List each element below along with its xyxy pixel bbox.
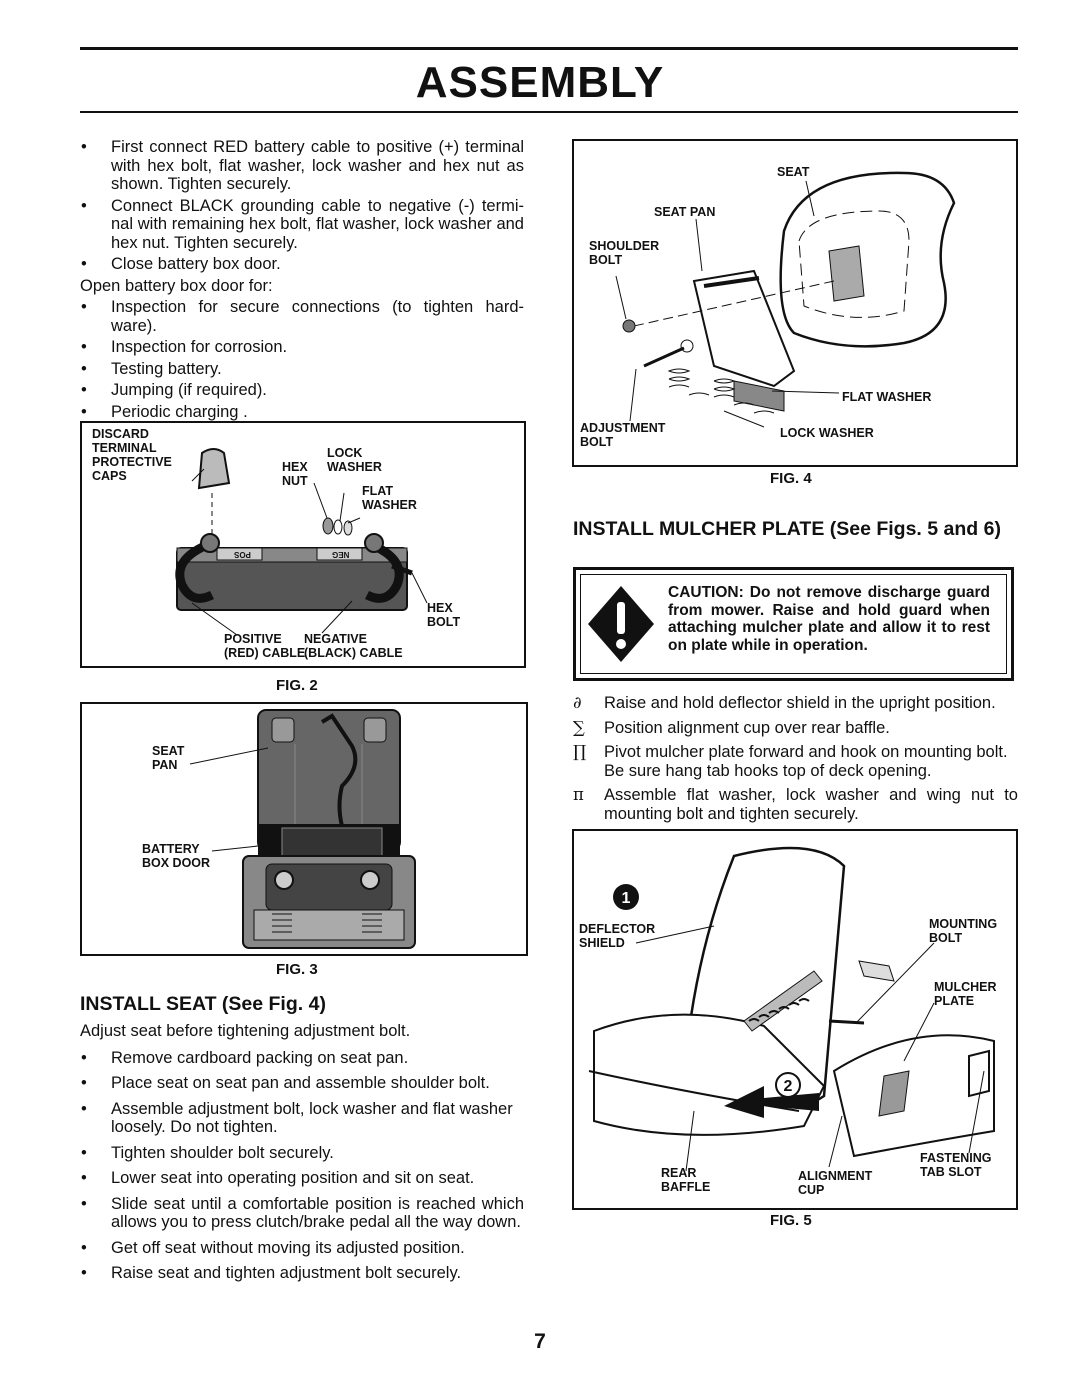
caution-box: CAUTION: Do not remove discharge guard f… <box>573 567 1014 681</box>
positive-cable-label: POSITIVE (RED) CABLE <box>224 632 306 660</box>
mulcher-steps-list: ∂ Raise and hold deflector shield in the … <box>573 693 1018 823</box>
deflector-shield-label: DEFLECTOR SHIELD <box>579 922 656 950</box>
list-item: Close battery box door. <box>80 255 524 274</box>
list-item: Lower seat into operating position and s… <box>80 1169 524 1188</box>
fastening-tab-slot-label: FASTENING TAB SLOT <box>920 1151 992 1179</box>
battery-inspect-list: Inspection for secure connections (to ti… <box>80 298 524 421</box>
battery-section: First connect RED battery cable to posit… <box>80 138 524 424</box>
list-item: Inspection for secure connections (to ti… <box>80 298 524 335</box>
title-underline <box>80 111 1018 113</box>
figure-3-caption: FIG. 3 <box>276 961 318 978</box>
install-seat-list: Remove cardboard packing on seat pan. Pl… <box>80 1049 524 1283</box>
step-text: Pivot mulcher plate forward and hook on … <box>604 743 1008 780</box>
step-marker: ∂ <box>573 693 582 712</box>
list-item: ∂ Raise and hold deflector shield in the … <box>573 693 1018 713</box>
caution-text: CAUTION: Do not remove discharge guard f… <box>668 584 990 654</box>
flat-washer-label: FLAT WASHER <box>842 390 932 404</box>
install-seat-intro: Adjust seat before tightening adjustment… <box>80 1022 411 1040</box>
step-marker: ∏ <box>573 742 587 761</box>
open-door-text: Open battery box door for: <box>80 276 273 295</box>
list-item: First connect RED battery cable to posit… <box>80 138 524 194</box>
list-item: π Assemble flat washer, lock washer and w… <box>573 785 1018 823</box>
step-marker: π <box>573 785 584 804</box>
list-item: ∑ Position alignment cup over rear baffle… <box>573 717 1018 738</box>
list-item: Testing battery. <box>80 360 524 379</box>
list-item: Remove cardboard packing on seat pan. <box>80 1049 524 1068</box>
mounting-bolt-label: MOUNTING BOLT <box>929 917 998 945</box>
list-item: Inspection for corrosion. <box>80 338 524 357</box>
step-1-marker: 1 <box>622 890 631 907</box>
step-marker: ∑ <box>573 717 585 737</box>
list-item: Raise seat and tighten adjustment bolt s… <box>80 1264 524 1283</box>
battery-connect-list: First connect RED battery cable to posit… <box>80 138 524 274</box>
hex-nut-label: HEX NUT <box>282 460 308 488</box>
figure-4-caption: FIG. 4 <box>770 470 812 487</box>
install-mulcher-heading: INSTALL MULCHER PLATE (See Figs. 5 and 6… <box>573 518 1001 540</box>
figure-4-seat: SEAT SEAT PAN SHOULDER BOLT FLAT WASHER … <box>572 139 1018 467</box>
page-number: 7 <box>534 1330 546 1353</box>
battery-box-door-label: BATTERY BOX DOOR <box>142 842 211 870</box>
list-item: Place seat on seat pan and assemble shou… <box>80 1074 524 1093</box>
page-title: ASSEMBLY <box>415 58 665 107</box>
seat-pan-label: SEAT PAN <box>654 205 716 219</box>
mulcher-illustration: 1 2 <box>588 846 995 1172</box>
list-item: Slide seat until a comfortable position … <box>80 1195 524 1232</box>
rear-baffle-label: REAR BAFFLE <box>661 1166 711 1194</box>
pos-terminal-mark: POS <box>234 550 251 559</box>
hex-bolt-label: HEX BOLT <box>427 601 461 629</box>
figure-2-caption: FIG. 2 <box>276 677 318 694</box>
figure-5-caption: FIG. 5 <box>770 1212 812 1229</box>
step-text: Assemble flat washer, lock washer and wi… <box>604 786 1018 823</box>
shoulder-bolt-label: SHOULDER BOLT <box>589 239 660 267</box>
top-rule <box>80 47 1018 50</box>
list-item: Connect BLACK grounding cable to negativ… <box>80 197 524 253</box>
warning-icon <box>588 586 654 662</box>
battery-box-illustration <box>189 709 416 949</box>
install-seat-section: Adjust seat before tightening adjustment… <box>80 1022 524 1286</box>
flat-washer-label: FLAT WASHER <box>362 484 417 512</box>
list-item: Periodic charging . <box>80 403 524 422</box>
figure-3-battery-box: SEAT PAN BATTERY BOX DOOR <box>80 702 528 956</box>
lock-washer-label: LOCK WASHER <box>327 446 382 474</box>
seat-illustration <box>615 171 956 428</box>
neg-terminal-mark: NEG <box>332 550 350 559</box>
step-text: Position alignment cup over rear baffle. <box>604 718 890 737</box>
adjustment-bolt-label: ADJUSTMENT BOLT <box>580 421 666 449</box>
list-item: Jumping (if required). <box>80 381 524 400</box>
discard-caps-label: DISCARD TERMINAL PROTECTIVE CAPS <box>92 427 172 483</box>
lock-washer-label: LOCK WASHER <box>780 426 874 440</box>
seat-label: SEAT <box>777 165 810 179</box>
seat-pan-label: SEAT PAN <box>152 744 185 772</box>
negative-cable-label: NEGATIVE (BLACK) CABLE <box>304 632 403 660</box>
step-2-marker: 2 <box>784 1078 793 1095</box>
list-item: Assemble adjustment bolt, lock washer an… <box>80 1100 524 1137</box>
mulcher-steps-section: ∂ Raise and hold deflector shield in the … <box>573 693 1018 829</box>
figure-2-battery: DISCARD TERMINAL PROTECTIVE CAPS HEX NUT… <box>80 421 526 668</box>
figure-5-mulcher: 1 2 DEFLECTOR SHIELD MOUNTING BOLT MULCH… <box>572 829 1018 1210</box>
step-text: Raise and hold deflector shield in the u… <box>604 694 996 712</box>
list-item: Tighten shoulder bolt securely. <box>80 1144 524 1163</box>
list-item: Get off seat without moving its adjusted… <box>80 1239 524 1258</box>
alignment-cup-label: ALIGNMENT CUP <box>798 1169 873 1197</box>
battery-illustration <box>175 448 428 636</box>
mulcher-plate-label: MULCHER PLATE <box>934 980 997 1008</box>
install-seat-heading: INSTALL SEAT (See Fig. 4) <box>80 993 326 1015</box>
list-item: ∏ Pivot mulcher plate forward and hook on… <box>573 742 1018 780</box>
